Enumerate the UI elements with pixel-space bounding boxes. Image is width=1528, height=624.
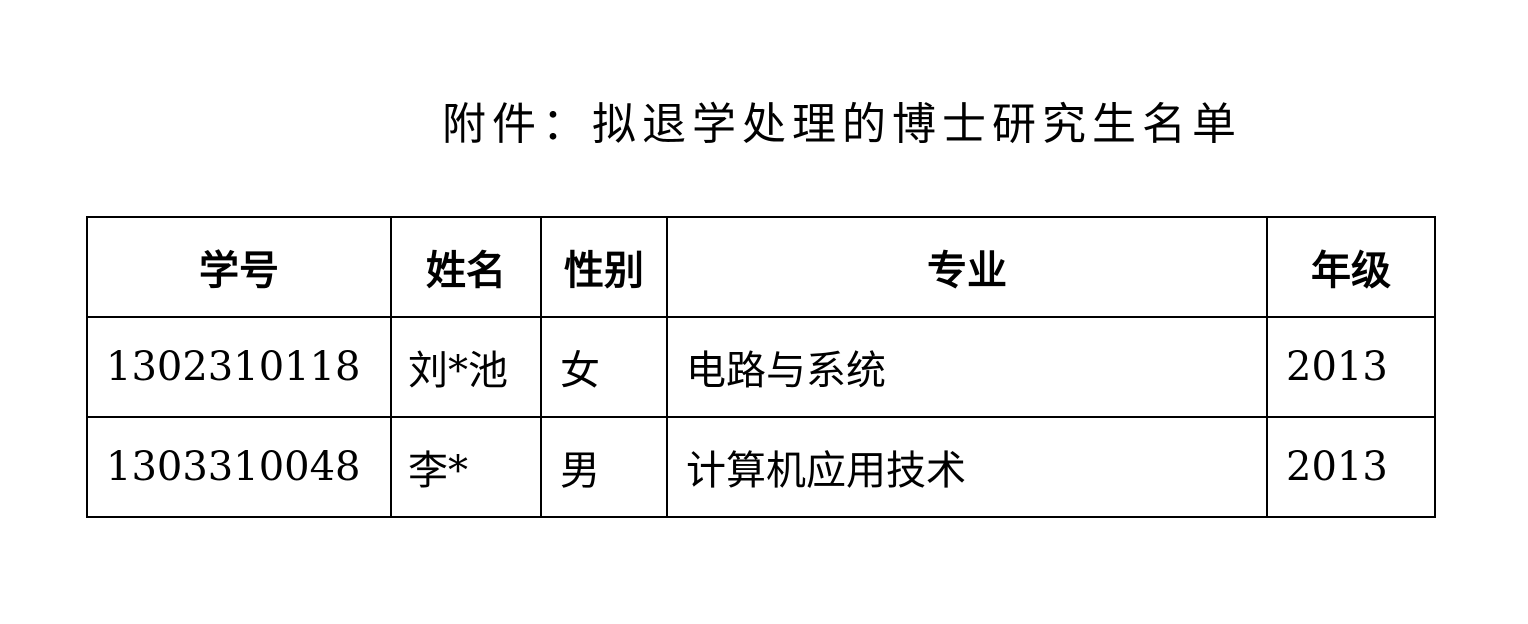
cell-gender: 女 <box>540 316 668 418</box>
cell-student-id: 1302310118 <box>86 316 392 418</box>
cell-grade: 2013 <box>1266 316 1436 418</box>
cell-major: 计算机应用技术 <box>666 416 1268 518</box>
cell-major: 电路与系统 <box>666 316 1268 418</box>
header-major: 专业 <box>666 216 1268 318</box>
header-gender: 性别 <box>540 216 668 318</box>
cell-name: 李* <box>390 416 542 518</box>
document-title: 附件：拟退学处理的博士研究生名单 <box>442 99 1242 150</box>
student-table: 学号 姓名 性别 专业 年级 1302310118 刘*池 女 电路与系统 20… <box>86 216 1436 518</box>
table-row: 1303310048 李* 男 计算机应用技术 2013 <box>86 416 1436 518</box>
table-header: 学号 姓名 性别 专业 年级 <box>86 216 1436 318</box>
table-row: 1302310118 刘*池 女 电路与系统 2013 <box>86 316 1436 418</box>
header-student-id: 学号 <box>86 216 392 318</box>
header-grade: 年级 <box>1266 216 1436 318</box>
header-name: 姓名 <box>390 216 542 318</box>
cell-name: 刘*池 <box>390 316 542 418</box>
cell-student-id: 1303310048 <box>86 416 392 518</box>
cell-gender: 男 <box>540 416 668 518</box>
cell-grade: 2013 <box>1266 416 1436 518</box>
